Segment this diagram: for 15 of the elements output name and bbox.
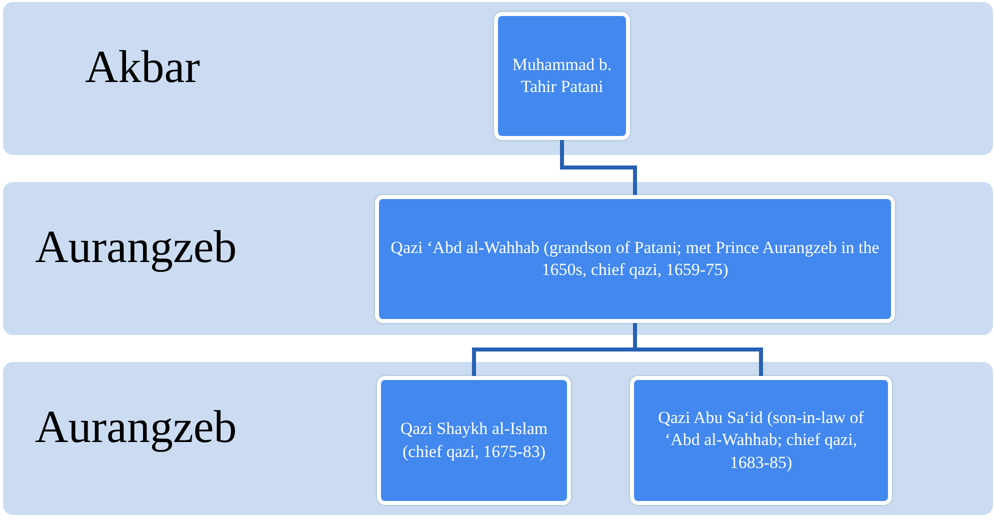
era-band [3, 362, 993, 515]
person-box [375, 195, 895, 323]
person-description: Qazi Abu Sa‘id (son-in-law of ‘Abd al-Wahhab; chief qazi, 1683-85) [657, 407, 865, 474]
person-box [377, 376, 571, 505]
person-description: Qazi ‘Abd al-Wahhab (grandson of Patani; met Prince Aurangzeb in the 1650s, chief qazi, 1659-75) [390, 236, 880, 281]
ruler-name: Akbar [85, 40, 200, 93]
era-band [3, 2, 993, 155]
ruler-name: Aurangzeb [35, 220, 237, 273]
person-description: Muhammad b. Tahir Patani [511, 54, 613, 98]
connector-line [560, 140, 637, 195]
person-box [630, 376, 892, 505]
era-band [3, 182, 993, 335]
person-description: Qazi Shaykh al-Islam (chief qazi, 1675-83) [399, 418, 549, 463]
person-box [494, 12, 630, 140]
ruler-name: Aurangzeb [35, 400, 237, 453]
